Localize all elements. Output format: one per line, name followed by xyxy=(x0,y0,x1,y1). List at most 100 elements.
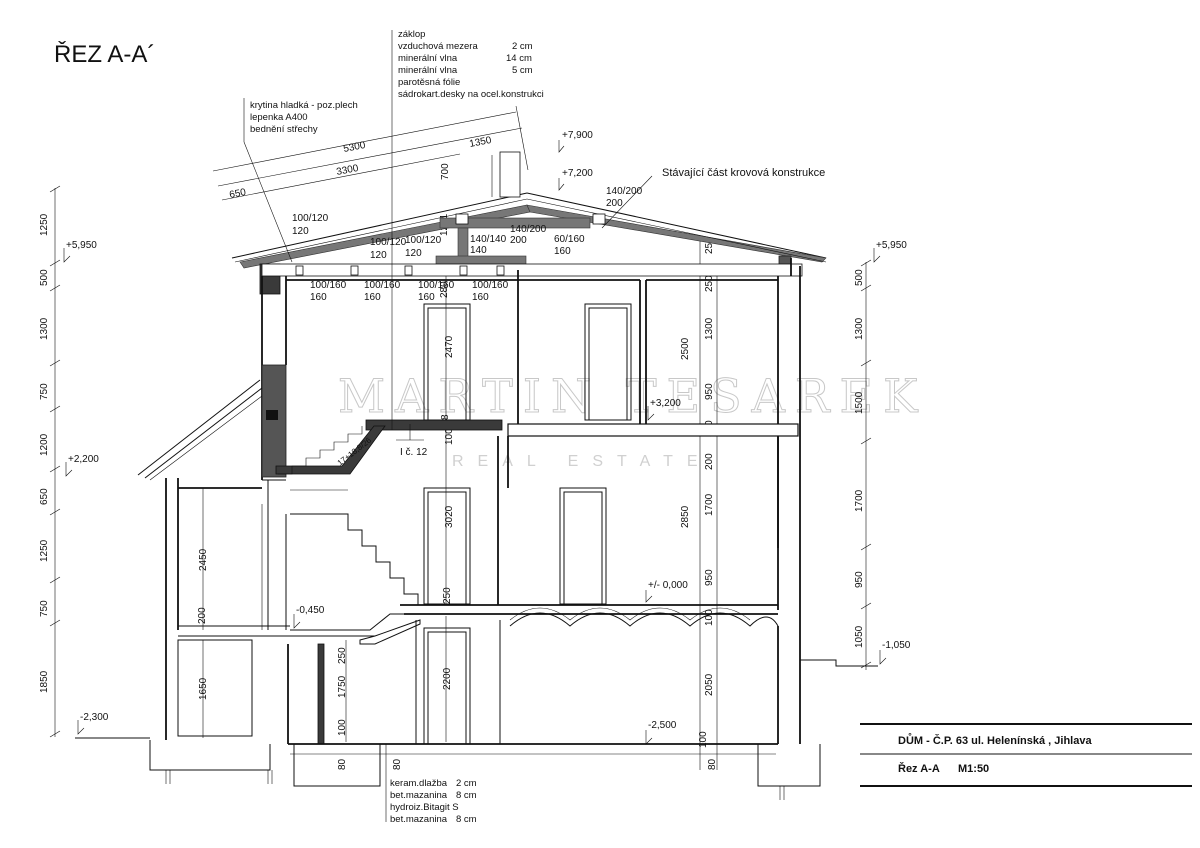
level-ridge: +7,900 xyxy=(562,130,593,141)
svg-text:bet.mazanina: bet.mazanina xyxy=(390,790,448,801)
svg-text:160: 160 xyxy=(472,292,489,303)
svg-text:200: 200 xyxy=(197,607,208,624)
level-cellar: -2,500 xyxy=(648,720,677,731)
svg-text:1650: 1650 xyxy=(198,677,209,700)
break-marks xyxy=(165,770,785,800)
level-eaves-left: +5,950 xyxy=(66,240,97,251)
svg-text:lepenka A400: lepenka A400 xyxy=(250,112,308,123)
svg-text:14 cm: 14 cm xyxy=(506,53,532,64)
left-dimension-chain: 1250 500 1300 750 1200 650 1250 750 1850 xyxy=(39,185,61,738)
svg-text:750: 750 xyxy=(39,383,50,400)
svg-text:2470: 2470 xyxy=(444,335,455,358)
svg-text:700: 700 xyxy=(440,163,451,180)
svg-text:950: 950 xyxy=(854,571,865,588)
svg-text:minerální vlna: minerální vlna xyxy=(398,65,458,76)
svg-text:1300: 1300 xyxy=(704,317,715,340)
svg-text:100: 100 xyxy=(704,609,715,626)
roof-dimensions: 5300 1350 3300 650 xyxy=(212,105,529,201)
svg-text:950: 950 xyxy=(704,383,715,400)
svg-text:100/160: 100/160 xyxy=(310,280,347,291)
level-cellar-left: -2,300 xyxy=(80,712,109,723)
svg-text:bet.mazanina: bet.mazanina xyxy=(390,814,448,825)
svg-text:160: 160 xyxy=(364,292,381,303)
svg-text:500: 500 xyxy=(854,269,865,286)
svg-text:950: 950 xyxy=(704,569,715,586)
svg-text:280: 280 xyxy=(439,281,450,298)
svg-text:2 cm: 2 cm xyxy=(512,41,533,52)
svg-text:1500: 1500 xyxy=(854,391,865,414)
section-title: ŘEZ A-A´ xyxy=(54,41,155,68)
watermark-line2: REAL ESTATE xyxy=(452,453,712,470)
title-block: DŮM - Č.P. 63 ul. Helenínská , Jihlava Ř… xyxy=(860,723,1192,787)
svg-text:160: 160 xyxy=(418,292,435,303)
svg-text:keram.dlažba: keram.dlažba xyxy=(390,778,448,789)
level-eaves-right: +5,950 xyxy=(876,240,907,251)
svg-text:2200: 2200 xyxy=(442,667,453,690)
svg-text:120: 120 xyxy=(292,226,309,237)
svg-text:140/200: 140/200 xyxy=(606,186,643,197)
svg-text:60/160: 60/160 xyxy=(554,234,585,245)
existing-roof-note: Stávající část krovová konstrukce xyxy=(601,167,825,229)
svg-text:250: 250 xyxy=(704,237,715,254)
svg-text:1250: 1250 xyxy=(39,213,50,236)
svg-text:1250: 1250 xyxy=(39,539,50,562)
svg-text:100: 100 xyxy=(444,428,455,445)
level-terrain: -1,050 xyxy=(882,640,911,651)
svg-text:100: 100 xyxy=(698,731,709,748)
svg-text:100/160: 100/160 xyxy=(472,280,509,291)
inner-dimension-chain: 250 250 1300 950 350 200 1700 950 100 25… xyxy=(680,237,718,770)
svg-text:120: 120 xyxy=(405,248,422,259)
svg-text:200: 200 xyxy=(606,198,623,209)
svg-text:140: 140 xyxy=(470,245,487,256)
right-dimension-chain: 500 1300 1500 1700 950 1050 xyxy=(854,259,872,670)
svg-text:100/160: 100/160 xyxy=(364,280,401,291)
svg-text:3300: 3300 xyxy=(335,163,359,178)
roof xyxy=(231,151,827,295)
svg-text:100/120: 100/120 xyxy=(292,213,329,224)
svg-text:sádrokart.desky na ocel.konstr: sádrokart.desky na ocel.konstrukci xyxy=(398,89,544,100)
svg-text:1750: 1750 xyxy=(337,675,348,698)
svg-text:650: 650 xyxy=(39,488,50,505)
svg-text:Stávající část krovová konstru: Stávající část krovová konstrukce xyxy=(662,167,825,179)
svg-text:hydroiz.Bitagit S: hydroiz.Bitagit S xyxy=(390,802,459,813)
level-ground: +/- 0,000 xyxy=(648,580,688,591)
svg-text:100: 100 xyxy=(337,719,348,736)
roof-note-left: krytina hladká - poz.plech lepenka A400 … xyxy=(243,98,358,263)
beam-note: I č. 12 xyxy=(400,447,428,458)
sheet-name: Řez A-A xyxy=(898,762,940,775)
svg-text:8 cm: 8 cm xyxy=(456,814,477,825)
svg-text:3020: 3020 xyxy=(444,505,455,528)
svg-text:záklop: záklop xyxy=(398,29,425,40)
svg-text:80: 80 xyxy=(392,758,403,770)
svg-text:100/160: 100/160 xyxy=(418,280,455,291)
svg-text:1300: 1300 xyxy=(854,317,865,340)
level-upper-floor: +3,200 xyxy=(650,398,681,409)
level-landing: -0,450 xyxy=(296,605,325,616)
svg-text:100/120: 100/120 xyxy=(370,237,407,248)
svg-text:krytina hladká - poz.plech: krytina hladká - poz.plech xyxy=(250,100,358,111)
svg-text:650: 650 xyxy=(228,187,247,201)
svg-text:8 cm: 8 cm xyxy=(456,790,477,801)
svg-text:2850: 2850 xyxy=(680,505,691,528)
roof-note-top: záklop vzduchová mezera 2 cm minerální v… xyxy=(391,29,544,430)
watermark-line1: MARTIN TESAREK xyxy=(338,369,927,423)
svg-text:2050: 2050 xyxy=(704,673,715,696)
svg-text:200: 200 xyxy=(510,235,527,246)
svg-text:8: 8 xyxy=(440,414,451,420)
svg-text:160: 160 xyxy=(310,292,327,303)
svg-text:1700: 1700 xyxy=(704,493,715,516)
level-mezzanine: +2,200 xyxy=(68,454,99,465)
svg-text:80: 80 xyxy=(707,758,718,770)
floor-note: keram.dlažba 2 cm bet.mazanina 8 cm hydr… xyxy=(385,744,477,825)
svg-text:1050: 1050 xyxy=(854,625,865,648)
svg-text:500: 500 xyxy=(39,269,50,286)
svg-text:1850: 1850 xyxy=(39,670,50,693)
svg-text:200: 200 xyxy=(704,453,715,470)
svg-text:80: 80 xyxy=(337,758,348,770)
svg-text:140/140: 140/140 xyxy=(470,234,507,245)
building-section xyxy=(75,258,878,787)
svg-text:750: 750 xyxy=(39,600,50,617)
svg-text:vzduchová mezera: vzduchová mezera xyxy=(398,41,478,52)
member-labels: 100/120 120 100/120 120 100/120 120 140/… xyxy=(292,186,643,303)
project-title: DŮM - Č.P. 63 ul. Helenínská , Jihlava xyxy=(898,733,1092,747)
